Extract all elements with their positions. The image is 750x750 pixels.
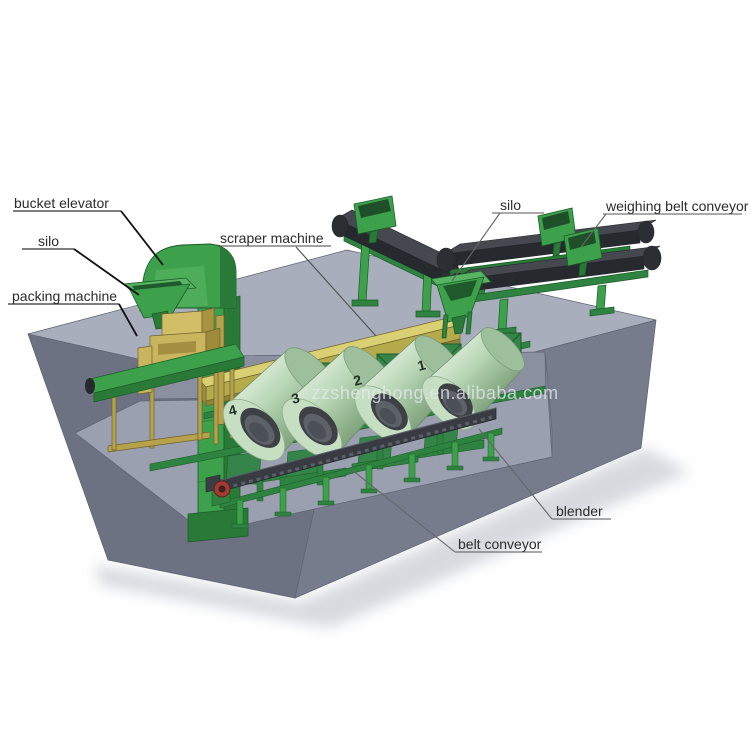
blender-numbers: 4 3 2 1 xyxy=(227,356,428,419)
leader-line xyxy=(118,303,138,337)
blender-drum-1 xyxy=(422,327,525,430)
blender-number-4: 4 xyxy=(227,401,239,419)
label-weighing-belt-conveyor: weighing belt conveyor xyxy=(580,198,749,248)
label-silo-top-right: silo xyxy=(451,197,544,282)
watermark: zzshenghong.en.alibaba.com xyxy=(311,383,558,403)
blender-number-2: 2 xyxy=(352,371,364,389)
svg-text:packing machine: packing machine xyxy=(12,288,117,304)
ground-shadow xyxy=(95,448,690,628)
blender-number-3: 3 xyxy=(290,389,302,407)
silo-chute xyxy=(451,314,467,335)
leader-line xyxy=(351,469,456,553)
pit-belt-conveyor xyxy=(205,407,503,529)
leader-line xyxy=(478,428,553,520)
svg-text:scraper machine: scraper machine xyxy=(220,230,324,246)
label-belt-conveyor: belt conveyor xyxy=(351,469,542,553)
elevator-foot xyxy=(187,507,249,543)
conveyor-drive-motor xyxy=(205,474,231,507)
leader-line xyxy=(120,210,164,266)
svg-text:blender: blender xyxy=(556,503,603,519)
leader-line xyxy=(451,212,501,282)
blender-number-1: 1 xyxy=(416,356,428,374)
packing-box-upper xyxy=(161,310,203,337)
blender-drum-4 xyxy=(222,347,337,462)
svg-text:weighing belt conveyor: weighing belt conveyor xyxy=(605,198,749,214)
label-blender: blender xyxy=(478,428,611,520)
label-packing-machine: packing machine xyxy=(8,288,138,337)
leader-line xyxy=(73,248,140,296)
leader-line xyxy=(295,246,377,337)
svg-text:silo: silo xyxy=(38,233,59,249)
weighing-belt-conveyors xyxy=(436,207,662,337)
leader-line xyxy=(580,213,607,248)
label-bucket-elevator: bucket elevator xyxy=(13,195,164,266)
label-scraper-machine: scraper machine xyxy=(218,230,377,337)
packing-discharge-conveyor xyxy=(85,343,245,403)
svg-text:bucket elevator: bucket elevator xyxy=(14,195,109,211)
conveyor-front-rail xyxy=(219,427,503,509)
labels: bucket elevator silo packing machine scr… xyxy=(8,195,749,553)
svg-text:silo: silo xyxy=(500,197,521,213)
svg-text:belt conveyor: belt conveyor xyxy=(458,536,542,552)
feed-hopper xyxy=(353,195,397,244)
silo-hopper-central xyxy=(430,270,492,339)
label-silo-left: silo xyxy=(22,233,140,296)
silo-hopper-left xyxy=(123,277,197,330)
